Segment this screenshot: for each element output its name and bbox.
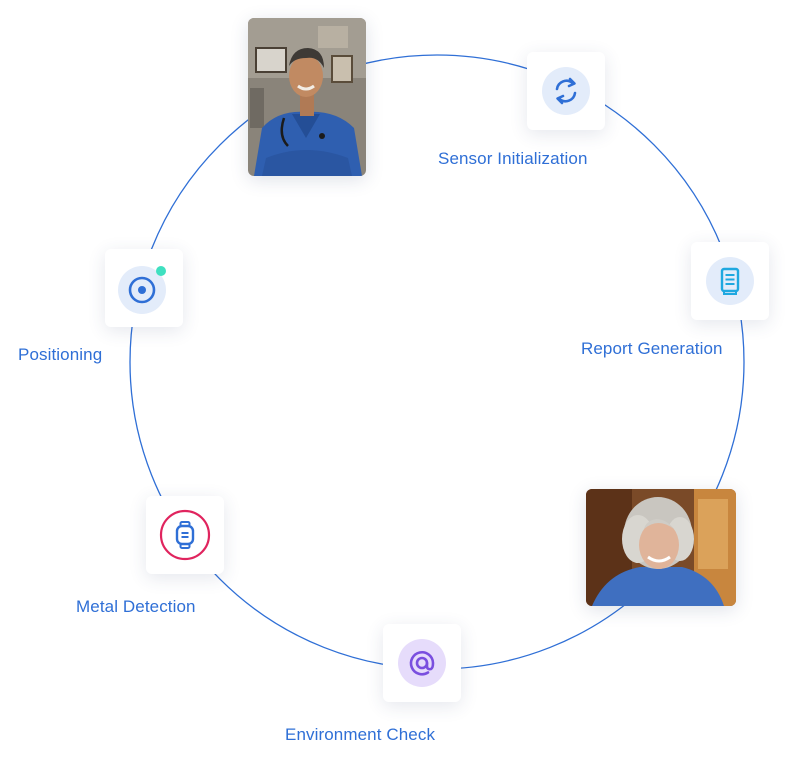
doctor-photo (248, 18, 366, 176)
at-sign-icon (398, 639, 446, 687)
step-label-report-generation: Report Generation (581, 339, 723, 358)
metal-detection-card[interactable] (146, 496, 224, 574)
sensor-initialization-card[interactable] (527, 52, 605, 130)
step-label-positioning: Positioning (18, 345, 103, 364)
step-label-environment-check: Environment Check (285, 725, 436, 744)
watch-icon (159, 509, 211, 561)
step-label-metal-detection: Metal Detection (76, 597, 196, 616)
target-icon (118, 266, 166, 314)
status-dot-icon (156, 266, 166, 276)
refresh-icon (542, 67, 590, 115)
step-label-sensor-initialization: Sensor Initialization (438, 149, 588, 168)
positioning-card[interactable] (105, 249, 183, 327)
report-generation-card[interactable] (691, 242, 769, 320)
document-icon (706, 257, 754, 305)
patient-photo (586, 489, 736, 606)
environment-check-card[interactable] (383, 624, 461, 702)
